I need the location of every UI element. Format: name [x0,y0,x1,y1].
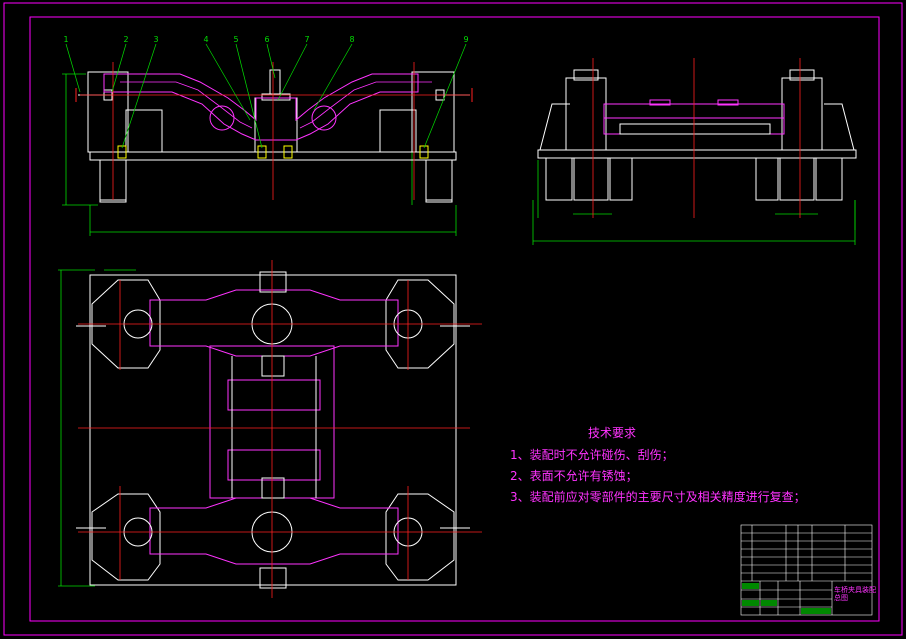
tech-requirement-item-1: 1、装配时不允许碰伤、刮伤； [510,448,674,462]
tech-requirement-item-2: 2、表面不允许有锈蚀； [510,469,638,483]
balloon-6: 6 [264,35,269,44]
balloon-9: 9 [463,35,468,44]
balloon-2: 2 [123,35,128,44]
title-block-green-cells [742,583,831,614]
title-block-drawing-title: 车桥夹具装配 总图 [834,586,876,602]
plan-view [58,260,482,598]
tech-requirement-item-3: 3、装配前应对零部件的主要尺寸及相关精度进行复查； [510,490,806,504]
outer-frame [3,2,903,636]
balloon-1: 1 [63,35,68,44]
side-view [532,58,857,245]
balloon-7: 7 [304,35,309,44]
drawing-title-line-2: 总图 [834,594,848,602]
tech-requirements-title: 技术要求 [588,426,637,440]
balloon-labels: 1 2 3 4 5 6 7 8 9 [63,35,468,44]
balloon-3: 3 [153,35,158,44]
balloon-4: 4 [203,35,208,44]
balloon-5: 5 [233,35,238,44]
title-block [740,524,873,616]
drawing-title-line-1: 车桥夹具装配 [834,586,876,594]
balloon-8: 8 [349,35,354,44]
front-view [62,43,473,236]
inner-frame [29,16,880,622]
